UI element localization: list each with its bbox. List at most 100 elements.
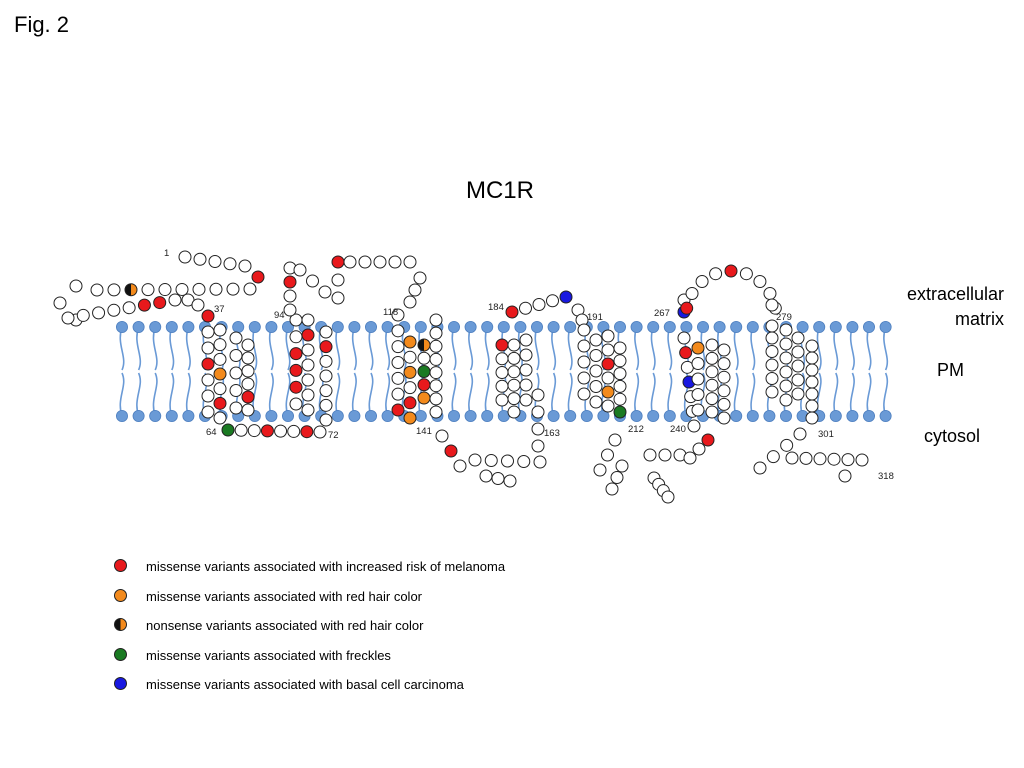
lipid-tail	[534, 326, 540, 417]
lipid-head	[879, 409, 892, 422]
residue-number-141: 141	[416, 426, 432, 437]
lipid-head	[364, 320, 377, 333]
lipid-head	[547, 320, 560, 333]
residue	[306, 274, 319, 288]
residue	[413, 271, 427, 285]
residue	[331, 273, 345, 287]
variant-residue	[613, 405, 627, 419]
residue-number-279: 279	[776, 312, 792, 323]
lipid-head	[863, 409, 876, 422]
residue	[683, 451, 697, 465]
residue	[373, 255, 387, 269]
variant-residue	[601, 357, 615, 371]
lipid-head	[481, 320, 494, 333]
lipid-head	[447, 409, 460, 422]
residue	[229, 349, 243, 362]
residue-chain	[53, 250, 869, 504]
lipid-head	[248, 320, 261, 333]
residue	[685, 287, 699, 300]
variant-residue	[701, 433, 715, 447]
residue	[799, 451, 813, 465]
residue	[779, 337, 793, 351]
residue	[388, 255, 402, 269]
lipid-head	[680, 320, 693, 333]
variant-residue	[213, 367, 227, 381]
lipid-tail	[833, 326, 839, 417]
variant-residue	[417, 378, 431, 392]
residue	[229, 331, 243, 345]
residue	[577, 387, 591, 401]
residue	[319, 354, 333, 368]
plasma-membrane-label: PM	[937, 360, 964, 380]
lipid-head	[746, 320, 759, 333]
residue	[53, 296, 67, 310]
lipid-head	[663, 320, 676, 333]
residue	[503, 474, 517, 488]
residue-number-191: 191	[587, 312, 603, 323]
residue	[241, 364, 255, 378]
legend-label: missense variants associated with red ha…	[146, 588, 423, 604]
residue	[301, 403, 315, 417]
residue	[213, 323, 227, 337]
lipid-head	[630, 320, 643, 333]
residue	[495, 393, 509, 407]
lipid-head	[381, 409, 394, 422]
variant-residue	[289, 347, 303, 361]
lipid-head	[879, 320, 892, 333]
lipid-head	[564, 320, 577, 333]
lipid-tail	[385, 326, 391, 417]
residue	[247, 424, 261, 438]
lipid-head	[647, 320, 660, 333]
residue	[507, 365, 521, 379]
residue	[301, 343, 315, 357]
residue-number-301: 301	[818, 429, 834, 440]
lipid-tail	[700, 326, 706, 417]
residue	[805, 387, 819, 401]
variant-residue	[221, 423, 235, 437]
lipid-head	[182, 320, 195, 333]
residue	[613, 354, 627, 368]
residue	[779, 393, 793, 407]
residue	[213, 352, 227, 366]
residue	[763, 287, 777, 300]
lipid-head	[182, 409, 195, 422]
variant-residue	[260, 424, 274, 438]
residue	[201, 389, 215, 403]
residue	[531, 388, 545, 402]
residue	[495, 352, 509, 366]
residue	[765, 298, 779, 312]
lipid-tail	[185, 326, 191, 417]
residue	[531, 405, 545, 419]
lipid-tail	[733, 326, 739, 417]
residue	[391, 371, 405, 385]
blue-dot-icon	[114, 677, 127, 690]
residue	[403, 381, 417, 395]
residue	[241, 377, 255, 391]
diagram-title: MC1R	[465, 177, 534, 204]
lipid-head	[531, 320, 544, 333]
residue	[468, 453, 482, 467]
residue	[531, 439, 545, 453]
residue	[705, 378, 719, 392]
lipid-head	[464, 320, 477, 333]
residue	[601, 371, 615, 385]
variant-residue	[505, 305, 519, 319]
variant-residue	[559, 290, 573, 304]
lipid-tail	[750, 326, 756, 417]
residue	[213, 382, 227, 396]
lipid-head	[730, 409, 743, 422]
residue	[201, 341, 215, 355]
red-dot-icon	[114, 559, 127, 572]
residue	[805, 351, 819, 365]
residue	[519, 378, 533, 392]
residue	[519, 348, 533, 362]
residue	[479, 469, 493, 483]
legend-label: missense variants associated with freckl…	[146, 647, 391, 663]
residue	[739, 267, 753, 281]
residue	[705, 405, 719, 419]
lipid-head	[614, 320, 627, 333]
residue	[785, 451, 799, 465]
residue	[243, 282, 257, 296]
